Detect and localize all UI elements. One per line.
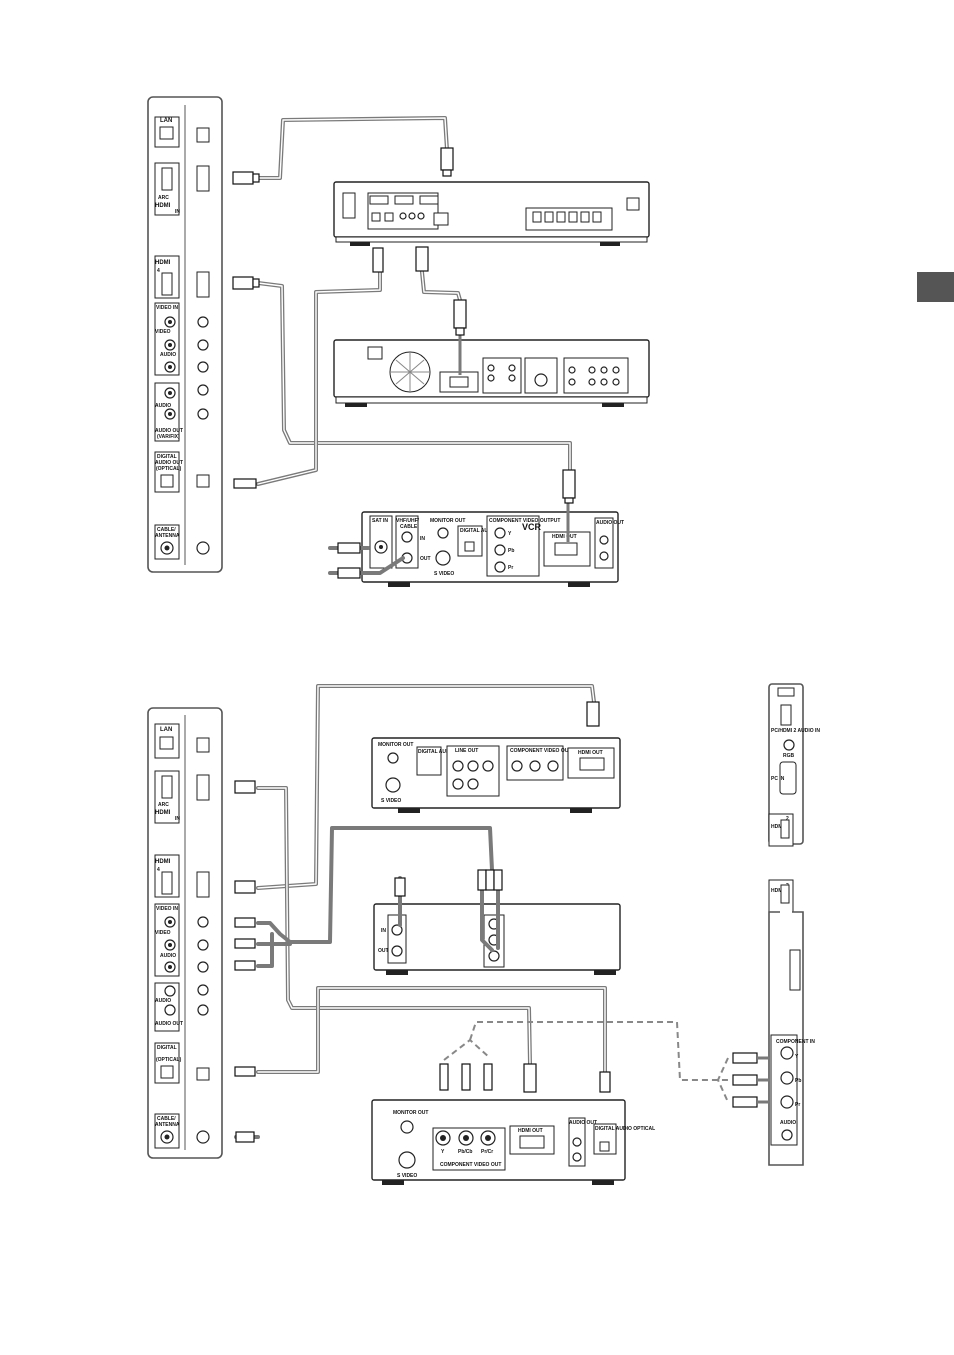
side-pb: Pb — [795, 1078, 801, 1084]
box-y: Y — [441, 1149, 445, 1155]
antenna-label: ANTENNA — [155, 533, 180, 539]
antenna-label-b: ANTENNA — [155, 1122, 180, 1128]
digital-audio-out-label: AUDIO OUT — [155, 460, 183, 466]
side-rgb: RGB — [783, 753, 795, 759]
box-component: COMPONENT VIDEO OUT — [440, 1162, 501, 1168]
page-tab — [917, 272, 954, 302]
hdmi-logo-4b: HDMI — [155, 859, 171, 865]
audio-out-label: AUDIO OUT — [155, 428, 183, 434]
vhf-cable-label: CABLE — [400, 524, 418, 530]
arc-label-b: ARC — [158, 802, 169, 808]
sat-in-label: SAT IN — [372, 518, 388, 524]
side-pr: Pr — [795, 1102, 800, 1108]
bottom-box: MONITOR OUT S VIDEO Y Pb/Cb Pr/Cr COMPON… — [371, 1099, 655, 1185]
comp-pb-label: Pb — [508, 548, 514, 554]
dvd-s-video: S VIDEO — [381, 798, 401, 804]
video-in-label-b: VIDEO IN — [156, 906, 178, 912]
bottom-diagram: LAN ARC HDMI IN HDMI 4 VIDEO IN VIDEO AU… — [147, 683, 820, 1185]
side-component-in: COMPONENT IN — [776, 1039, 815, 1045]
hdmi-in-label-1: IN — [175, 209, 180, 215]
digital-label: DIGITAL — [157, 454, 177, 460]
arc-label: ARC — [158, 195, 169, 201]
box-audio-out: AUDIO OUT — [569, 1120, 597, 1126]
box-monitor-out: MONITOR OUT — [393, 1110, 428, 1116]
hdmi-logo-1: HDMI — [155, 203, 171, 209]
vhf-out-label: OUT — [420, 556, 431, 562]
optical-label-b: (OPTICAL) — [156, 1057, 182, 1063]
video-in-label: VIDEO IN — [156, 305, 178, 311]
box-digital: DIGITAL AUDIO OPTICAL — [595, 1126, 655, 1132]
side-audio: AUDIO — [780, 1120, 796, 1126]
comp-y-label: Y — [508, 531, 512, 537]
vhf-in-label: IN — [420, 536, 425, 542]
lan-label: LAN — [160, 118, 172, 124]
dvd-monitor-out: MONITOR OUT — [378, 742, 413, 748]
dashed-component-cable — [443, 1021, 730, 1103]
top-diagram: LAN ARC HDMI IN HDMI 4 VIDEO IN VIDEO AU… — [147, 96, 650, 587]
audio-label-out: AUDIO — [155, 403, 171, 409]
box-s-video: S VIDEO — [397, 1173, 417, 1179]
vcr-out: OUT — [378, 948, 389, 954]
hdmi-in-label-1b: IN — [175, 816, 180, 822]
box-pb: Pb/Cb — [458, 1149, 472, 1155]
monitor-out-label: MONITOR OUT — [430, 518, 465, 524]
sat-box: SAT IN VHF/UHF/ CABLE IN OUT MONITOR OUT… — [361, 511, 624, 587]
side-y: Y — [795, 1054, 799, 1060]
side-pc-in: PC IN — [771, 776, 785, 782]
side-pc-hdmi: PC/HDMI 2 AUDIO IN — [771, 728, 820, 734]
comp-pr-label: Pr — [508, 565, 513, 571]
hdmi-logo-1b: HDMI — [155, 810, 171, 816]
vcr-label: VCR — [522, 522, 542, 532]
video-label-b: VIDEO — [155, 930, 171, 936]
connectors-bottom — [234, 701, 770, 1143]
side-hdmi-2: HDMI — [771, 824, 784, 830]
cable-label-b: CABLE/ — [157, 1116, 176, 1122]
tv-side-panel: PC/HDMI 2 AUDIO IN RGB PC IN HDMI 2 HDMI… — [768, 683, 820, 1166]
box-hdmi-out: HDMI OUT — [518, 1128, 543, 1134]
optical-label: (OPTICAL) — [156, 466, 182, 472]
dvd-hdmi-out: HDMI OUT — [578, 750, 603, 756]
vhf-label: VHF/UHF/ — [396, 518, 420, 524]
side-two: 2 — [786, 816, 789, 822]
dvd-player-bottom: MONITOR OUT S VIDEO DIGITAL AUDIO OPTICA… — [371, 737, 621, 813]
hdmi-four-b: 4 — [157, 867, 160, 873]
component-label: COMPONENT VIDEO OUTPUT — [489, 518, 560, 524]
av-receiver — [333, 181, 650, 246]
audio-label-out-b: AUDIO — [155, 998, 171, 1004]
hdmi-logo-4: HDMI — [155, 260, 171, 266]
cables-top — [256, 116, 572, 575]
side-hdmi-3: HDMI — [771, 888, 784, 894]
dvd-player-top — [333, 339, 650, 407]
audio-label-in: AUDIO — [160, 352, 176, 358]
dvd-component: COMPONENT VIDEO OUT — [510, 748, 571, 754]
lan-label-b: LAN — [160, 727, 172, 733]
var-fix-label: (VAR/FIX) — [157, 434, 180, 440]
tv-panel-bottom: LAN ARC HDMI IN HDMI 4 VIDEO IN VIDEO AU… — [147, 707, 223, 1159]
audio-label-in-b: AUDIO — [160, 953, 176, 959]
hdmi-out-label: HDMI OUT — [552, 534, 577, 540]
tv-panel-top: LAN ARC HDMI IN HDMI 4 VIDEO IN VIDEO AU… — [147, 96, 223, 573]
vcr-in: IN — [381, 928, 386, 934]
hdmi-four: 4 — [157, 268, 160, 274]
dvd-line-out: LINE OUT — [455, 748, 478, 754]
audio-out-label-b: AUDIO OUT — [155, 1021, 183, 1027]
s-video-label: S VIDEO — [434, 571, 454, 577]
video-label: VIDEO — [155, 329, 171, 335]
sat-audio-out-label: AUDIO OUT — [596, 520, 624, 526]
digital-label-b: DIGITAL — [157, 1045, 177, 1051]
box-pr: Pr/Cr — [481, 1149, 493, 1155]
connectors-top — [232, 147, 576, 579]
cable-label: CABLE/ — [157, 527, 176, 533]
